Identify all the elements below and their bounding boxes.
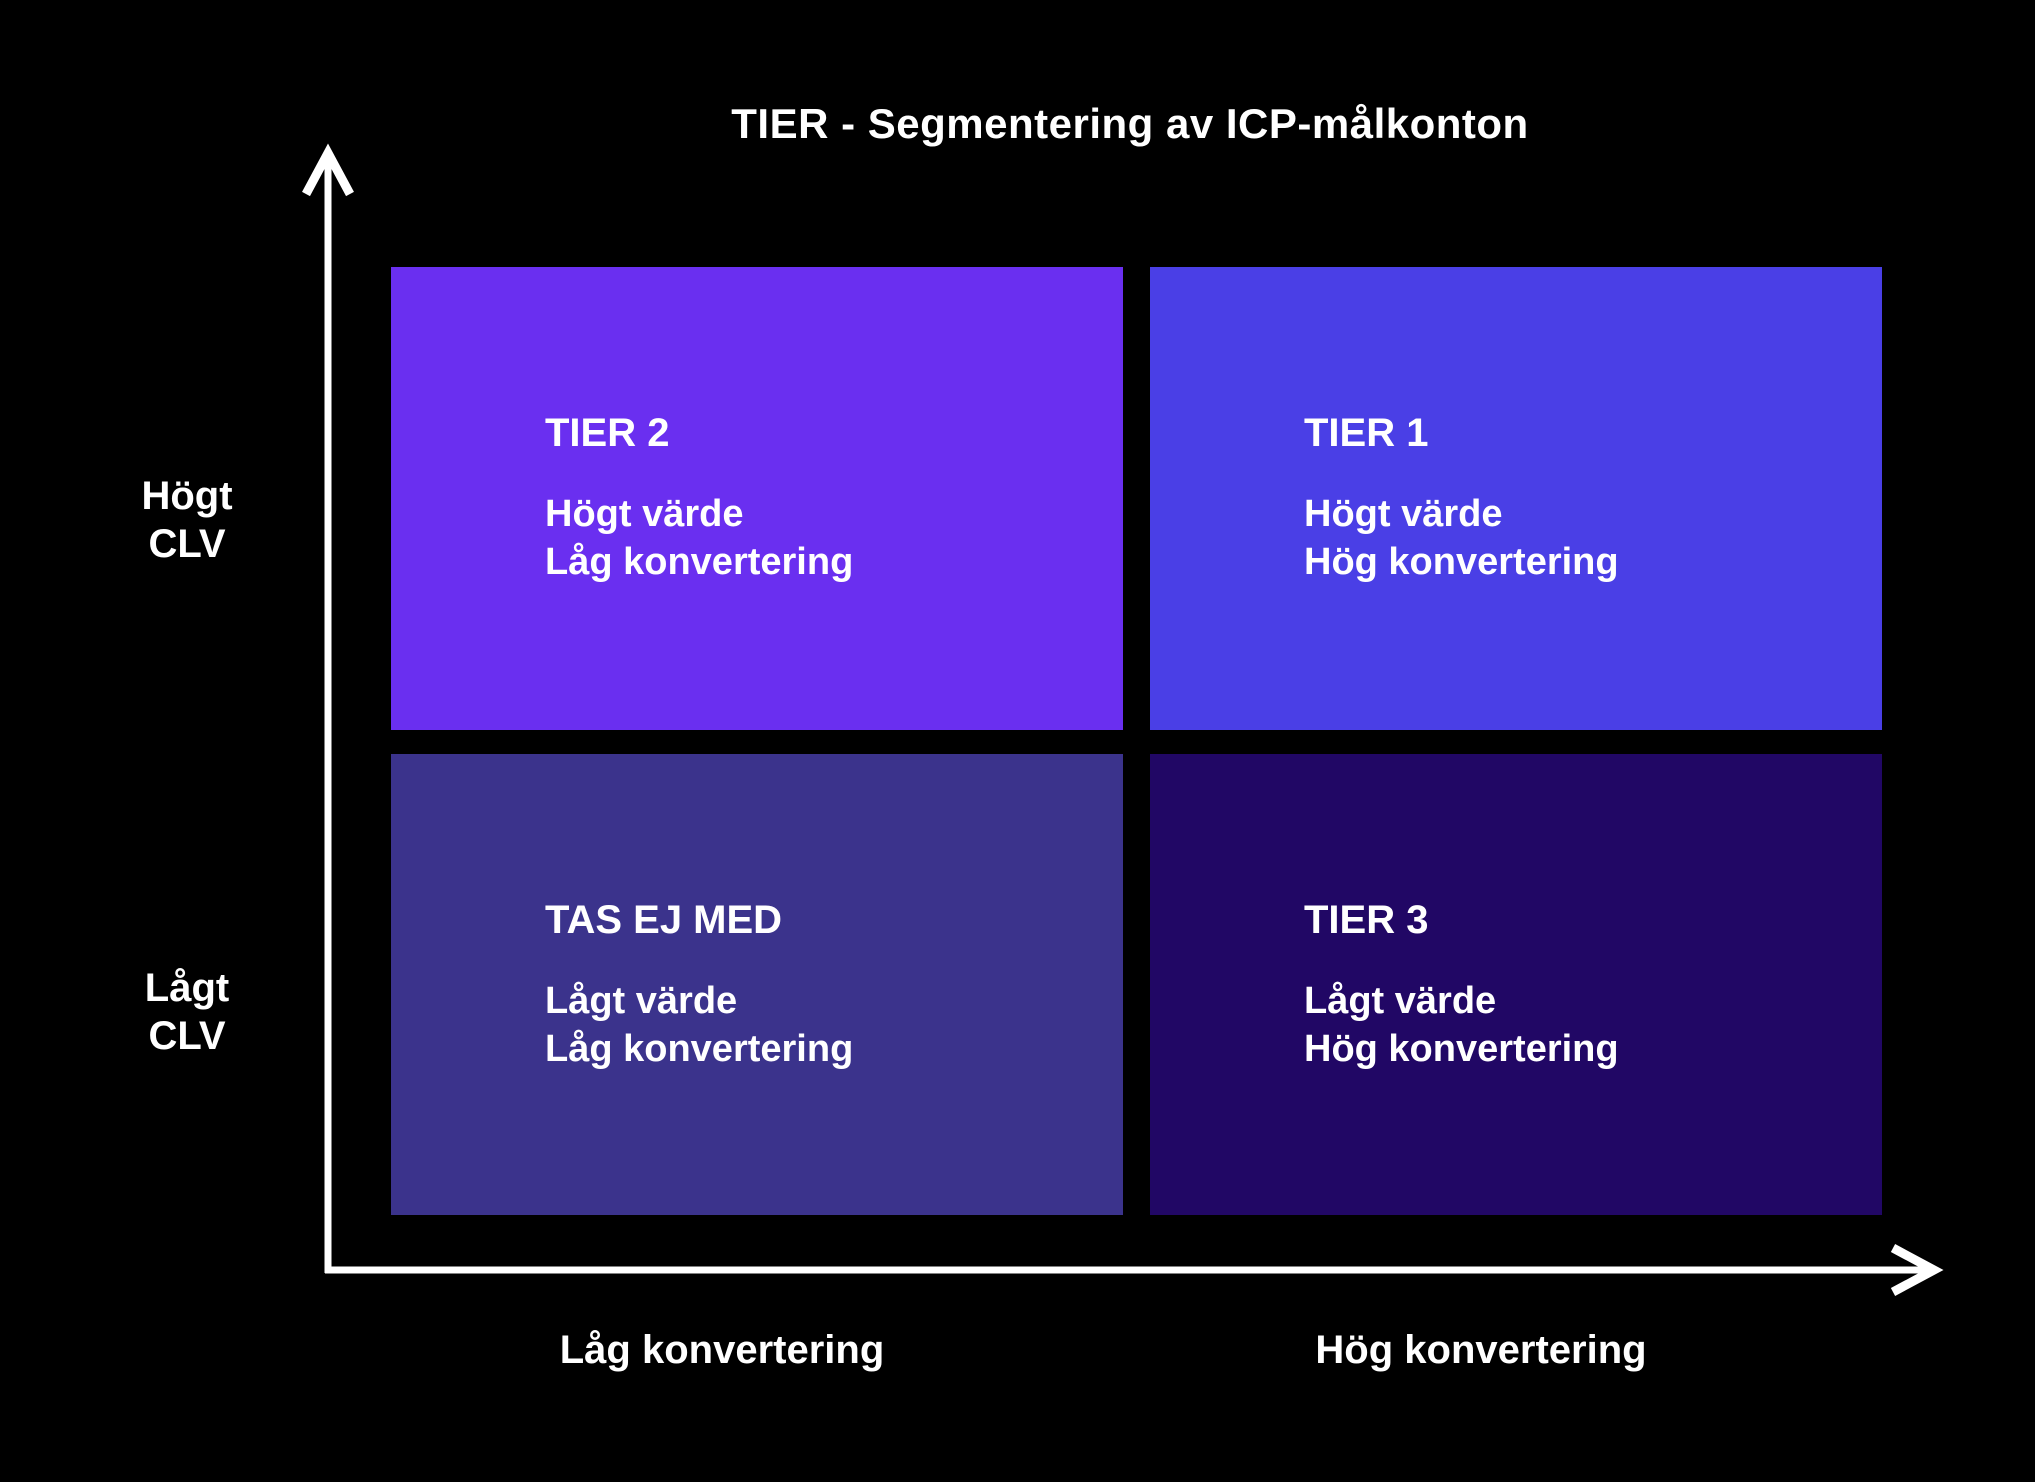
quadrant-tier-1-description: Högt värde Hög konvertering xyxy=(1304,490,1842,586)
quadrant-tier-2-desc-line2: Låg konvertering xyxy=(545,541,854,583)
quadrant-tier-1-desc-line2: Hög konvertering xyxy=(1304,541,1619,583)
x-axis-arrowhead-icon xyxy=(1890,1244,1944,1296)
quadrant-tier-3: TIER 3 Lågt värde Hög konvertering xyxy=(1150,754,1882,1215)
y-axis-label-low-line2: CLV xyxy=(148,1014,226,1058)
quadrant-tier-3-title: TIER 3 xyxy=(1304,898,1429,942)
page-title: TIER - Segmentering av ICP-målkonton xyxy=(731,100,1529,147)
quadrant-tas-ej-med-desc-line1: Lågt värde xyxy=(545,980,738,1022)
x-axis-label-low: Låg konvertering xyxy=(559,1328,885,1372)
quadrant-tier-2-title: TIER 2 xyxy=(545,411,670,455)
y-axis-label-high: Högt CLV xyxy=(37,472,337,568)
y-axis-label-low: Lågt CLV xyxy=(37,964,337,1060)
quadrant-tier-1-desc-line1: Högt värde xyxy=(1304,493,1503,535)
quadrant-tas-ej-med: TAS EJ MED Lågt värde Låg konvertering xyxy=(391,754,1123,1215)
y-axis-label-high-line2: CLV xyxy=(148,522,226,566)
quadrant-tier-2: TIER 2 Högt värde Låg konvertering xyxy=(391,267,1123,730)
x-axis-label-high: Hög konvertering xyxy=(1315,1328,1647,1372)
quadrant-tier-2-description: Högt värde Låg konvertering xyxy=(545,490,1083,586)
quadrant-tier-1-title: TIER 1 xyxy=(1304,411,1429,455)
quadrant-tier-2-desc-line1: Högt värde xyxy=(545,493,744,535)
quadrant-tier-3-desc-line2: Hög konvertering xyxy=(1304,1028,1619,1070)
y-axis-label-high-line1: Högt xyxy=(141,474,233,518)
quadrant-tier-1: TIER 1 Högt värde Hög konvertering xyxy=(1150,267,1882,730)
quadrant-tier-3-desc-line1: Lågt värde xyxy=(1304,980,1497,1022)
quadrant-tas-ej-med-desc-line2: Låg konvertering xyxy=(545,1028,854,1070)
y-axis-arrowhead-icon xyxy=(302,143,354,197)
quadrant-tas-ej-med-description: Lågt värde Låg konvertering xyxy=(545,977,1083,1073)
quadrant-tier-3-description: Lågt värde Hög konvertering xyxy=(1304,977,1842,1073)
quadrant-tas-ej-med-title: TAS EJ MED xyxy=(545,898,783,942)
y-axis-label-low-line1: Lågt xyxy=(144,966,230,1010)
